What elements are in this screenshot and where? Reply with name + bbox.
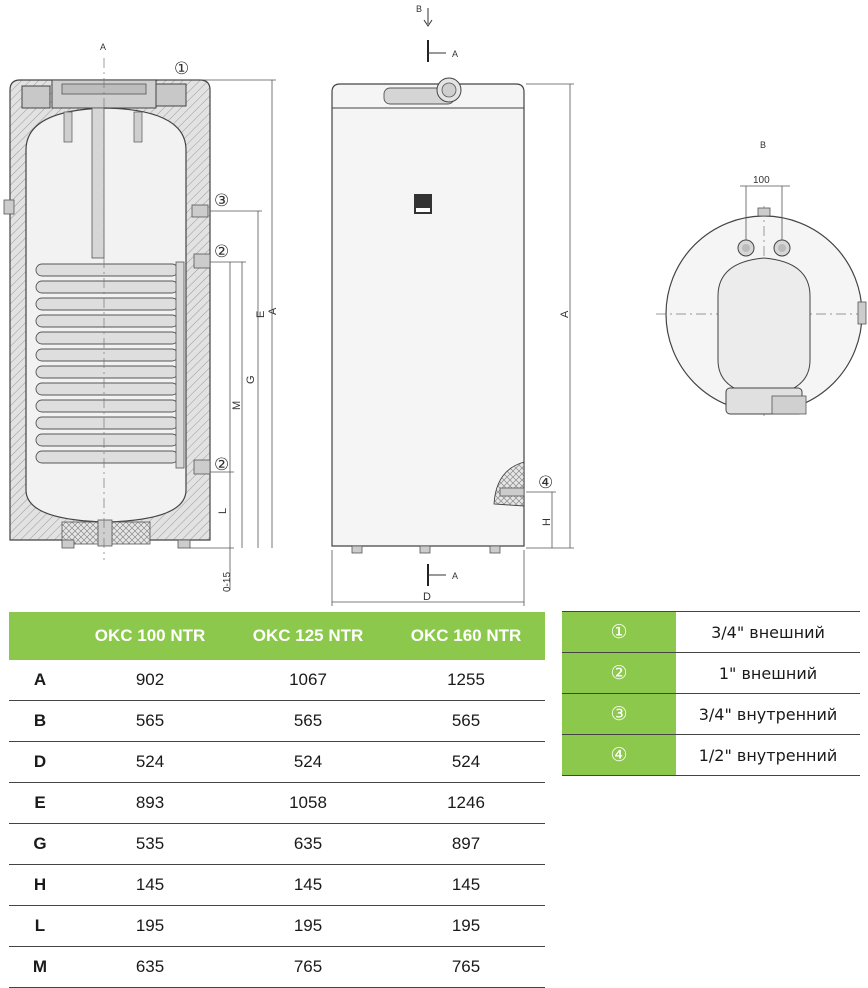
dim-label-a-front: A — [559, 310, 571, 318]
legend-number: ② — [562, 652, 676, 694]
table-header-row: OKC 100 NTR OKC 125 NTR OKC 160 NTR — [9, 612, 545, 660]
technical-drawing: A A E G M L 0-15 ① ③ ② ② — [3, 4, 868, 606]
coil-turn — [35, 280, 179, 294]
table-row: H 145 145 145 — [9, 864, 545, 906]
table-cell: 195 — [229, 905, 387, 947]
table-cell: 524 — [71, 741, 229, 783]
axis-label-a: A — [100, 42, 106, 52]
row-label: H — [9, 864, 71, 906]
table-cell: 1058 — [229, 782, 387, 824]
column-header: OKC 160 NTR — [387, 612, 545, 660]
legend-row: ① 3/4" внешний — [562, 611, 860, 653]
legend-row: ② 1" внешний — [562, 652, 860, 694]
table-cell: 145 — [387, 864, 545, 906]
dimensions-table: OKC 100 NTR OKC 125 NTR OKC 160 NTR A 90… — [9, 612, 545, 988]
column-header: OKC 125 NTR — [229, 612, 387, 660]
table-cell: 1067 — [229, 660, 387, 701]
row-label: A — [9, 660, 71, 701]
marker-2-lower: ② — [214, 455, 229, 474]
table-cell: 535 — [71, 823, 229, 865]
dim-label-100: 100 — [753, 175, 770, 186]
row-label: E — [9, 782, 71, 824]
table-cell: 897 — [387, 823, 545, 865]
table-row: L 195 195 195 — [9, 905, 545, 947]
table-row: M 635 765 765 — [9, 946, 545, 988]
legend-description: 1" внешний — [676, 652, 860, 694]
table-cell: 195 — [71, 905, 229, 947]
dim-label-gap: 0-15 — [222, 572, 233, 592]
anode-tube — [91, 107, 105, 259]
coil-turn — [35, 382, 179, 396]
legend-number: ④ — [562, 734, 676, 776]
legend-number: ① — [562, 611, 676, 653]
front-body — [331, 83, 525, 547]
front-view: B A A A H D ④ — [331, 4, 574, 606]
coil-turn — [35, 331, 179, 345]
dim-label-m: M — [231, 401, 243, 410]
table-cell: 765 — [387, 946, 545, 988]
marker-4-front: ④ — [538, 473, 553, 492]
table-cell: 565 — [387, 700, 545, 742]
coil-turn — [35, 365, 179, 379]
section-view: A A E G M L 0-15 ① ③ ② ② — [3, 42, 279, 592]
legend-description: 1/2" внутренний — [676, 734, 860, 776]
table-cell: 635 — [71, 946, 229, 988]
coil-turn — [35, 297, 179, 311]
dim-label-e: E — [255, 311, 267, 318]
top-view: 100 B — [656, 140, 868, 420]
row-label: D — [9, 741, 71, 783]
table-cell: 635 — [229, 823, 387, 865]
connection-legend-table: ① 3/4" внешний ② 1" внешний ③ 3/4" внутр… — [562, 611, 860, 776]
table-header-corner — [9, 612, 71, 660]
table-cell: 765 — [229, 946, 387, 988]
coil-turn — [35, 263, 179, 277]
table-row: D 524 524 524 — [9, 741, 545, 783]
coil-turn — [35, 399, 179, 413]
coil-turn — [35, 450, 179, 464]
table-cell: 524 — [229, 741, 387, 783]
dim-label-g: G — [245, 375, 257, 384]
section-label-a-bottom: A — [452, 571, 458, 581]
row-label: L — [9, 905, 71, 947]
row-label: B — [9, 700, 71, 742]
table-row: B 565 565 565 — [9, 700, 545, 742]
row-label: M — [9, 946, 71, 988]
column-header: OKC 100 NTR — [71, 612, 229, 660]
table-cell: 565 — [229, 700, 387, 742]
table-cell: 893 — [71, 782, 229, 824]
table-cell: 145 — [229, 864, 387, 906]
table-row: E 893 1058 1246 — [9, 782, 545, 824]
legend-row: ③ 3/4" внутренний — [562, 693, 860, 735]
legend-row: ④ 1/2" внутренний — [562, 734, 860, 776]
table-cell: 524 — [387, 741, 545, 783]
table-cell: 902 — [71, 660, 229, 701]
section-label-a-top: A — [452, 49, 458, 59]
coil-turn — [35, 348, 179, 362]
coil-turn — [35, 433, 179, 447]
marker-3-section: ③ — [214, 191, 229, 210]
legend-description: 3/4" внутренний — [676, 693, 860, 735]
legend-description: 3/4" внешний — [676, 611, 860, 653]
dim-label-l: L — [217, 508, 229, 514]
table-cell: 565 — [71, 700, 229, 742]
coil-turn — [35, 314, 179, 328]
view-label-b-top: B — [760, 140, 766, 150]
dim-label-h: H — [541, 518, 553, 526]
marker-1-section: ① — [174, 59, 189, 78]
table-row: G 535 635 897 — [9, 823, 545, 865]
table-cell: 195 — [387, 905, 545, 947]
table-cell: 1246 — [387, 782, 545, 824]
dim-label-d: D — [423, 591, 431, 603]
view-label-b-front: B — [416, 4, 422, 14]
marker-2-upper: ② — [214, 242, 229, 261]
row-label: G — [9, 823, 71, 865]
coil-turn — [35, 416, 179, 430]
table-cell: 1255 — [387, 660, 545, 701]
heat-exchanger-coil — [35, 263, 179, 464]
legend-number: ③ — [562, 693, 676, 735]
table-row: A 902 1067 1255 — [9, 660, 545, 701]
table-cell: 145 — [71, 864, 229, 906]
dim-label-a-section: A — [267, 307, 279, 315]
